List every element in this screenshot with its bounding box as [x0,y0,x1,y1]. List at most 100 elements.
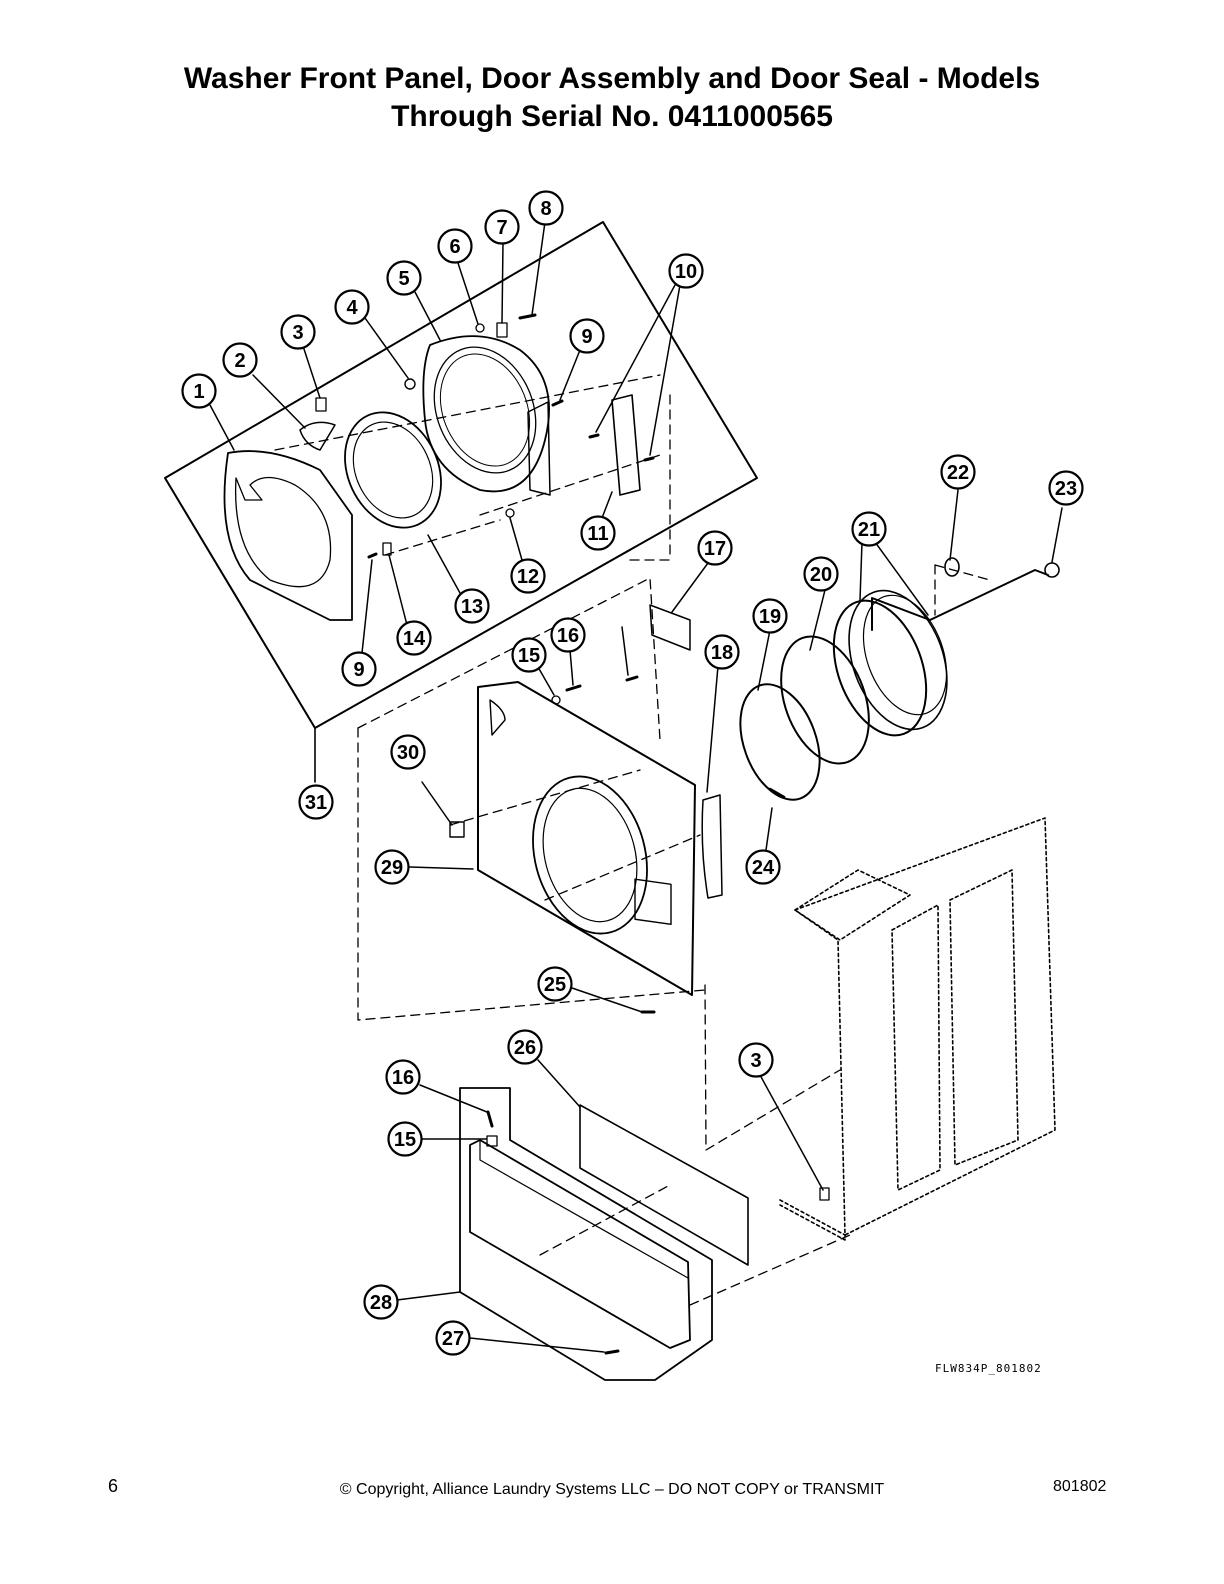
insulation-sheet [579,1104,749,1266]
callout-circle [387,1121,423,1157]
callout-label: 9 [353,659,364,681]
callout-circle [396,620,432,656]
callout-label: 16 [392,1067,414,1089]
callout-label: 15 [394,1129,416,1151]
callout-18: 18 [704,634,740,670]
callout-circle [363,1284,399,1320]
drawing-code: FLW834P_801802 [935,1362,1042,1375]
callout-label: 4 [346,297,358,319]
callout-circle [752,598,788,634]
callout-label: 12 [517,566,539,588]
kick-panel [469,1139,691,1349]
callout-circle [510,558,546,594]
callout-circle [697,530,733,566]
clamp-ring-19 [739,683,821,801]
front-panel-door-opening [532,775,648,935]
document-number: 801802 [1053,1478,1107,1495]
callout-15: 15 [511,637,547,673]
callout-label: 17 [704,538,726,560]
callout-15: 15 [387,1121,423,1157]
callout-label: 27 [442,1328,464,1350]
callout-circle [385,1059,421,1095]
callout-label: 26 [514,1037,536,1059]
callout-13: 13 [454,588,490,624]
callout-circle [390,734,426,770]
callout-circle [511,637,547,673]
callout-30: 30 [390,734,426,770]
callout-26: 26 [507,1029,543,1065]
callout-circle [745,849,781,885]
callout-9: 9 [341,651,377,687]
side-strip [701,794,723,899]
callout-31: 31 [298,784,334,820]
callout-label: 8 [540,198,551,220]
callout-circle [280,314,316,350]
callout-circle [851,511,887,547]
callout-8: 8 [528,190,564,226]
callout-circle [940,454,976,490]
callout-12: 12 [510,558,546,594]
clamp-ring-20 [780,635,870,765]
callout-label: 23 [1055,478,1077,500]
callout-11: 11 [580,515,616,551]
title-line-2: Through Serial No. 0411000565 [391,100,833,133]
callout-21: 21 [851,511,887,547]
door-assembly-frame [164,221,758,729]
callout-label: 18 [711,642,733,664]
callout-circle [704,634,740,670]
callout-circle [1048,470,1084,506]
callout-label: 2 [234,350,245,372]
callout-label: 7 [496,217,507,239]
callout-17: 17 [697,530,733,566]
callout-circle [738,1042,774,1078]
callout-label: 31 [305,792,327,814]
callout-label: 6 [449,236,460,258]
callout-label: 24 [752,857,775,879]
callout-label: 22 [947,462,969,484]
callout-label: 10 [675,261,697,283]
callout-circle [580,515,616,551]
front-panel [477,681,696,996]
copyright-notice: © Copyright, Alliance Laundry Systems LL… [339,1481,885,1498]
title-line-1: Washer Front Panel, Door Assembly and Do… [183,62,1041,95]
callout-label: 14 [403,628,426,650]
door-inner-ring [422,335,550,493]
callout-label: 9 [581,326,592,348]
callout-circle [803,556,839,592]
callout-circle [537,966,573,1002]
callout-2: 2 [222,342,258,378]
callout-5: 5 [386,260,422,296]
callout-22: 22 [940,454,976,490]
callout-9: 9 [569,318,605,354]
callout-label: 3 [750,1050,761,1072]
callout-circle [341,651,377,687]
callout-circle [298,784,334,820]
callout-circle [437,228,473,264]
callout-label: 30 [397,742,419,764]
callout-label: 29 [381,857,403,879]
callout-label: 15 [518,645,540,667]
door-handle-part [299,421,336,451]
callout-label: 1 [193,381,204,403]
callout-label: 19 [759,606,781,628]
callout-29: 29 [374,849,410,885]
callout-27: 27 [435,1320,471,1356]
callout-1: 1 [181,373,217,409]
callout-label: 3 [292,322,303,344]
callout-14: 14 [396,620,432,656]
callout-circle [435,1320,471,1356]
callout-circle [386,260,422,296]
callout-7: 7 [484,209,520,245]
callout-25: 25 [537,966,573,1002]
callout-16: 16 [550,617,586,653]
callout-circle [550,617,586,653]
callout-23: 23 [1048,470,1084,506]
callout-label: 25 [544,974,566,996]
callout-24: 24 [745,849,781,885]
callout-label: 21 [858,519,880,541]
callout-circle [569,318,605,354]
page-title: Washer Front Panel, Door Assembly and Do… [0,60,1224,136]
door-seal [832,599,928,737]
callout-10: 10 [668,253,704,289]
